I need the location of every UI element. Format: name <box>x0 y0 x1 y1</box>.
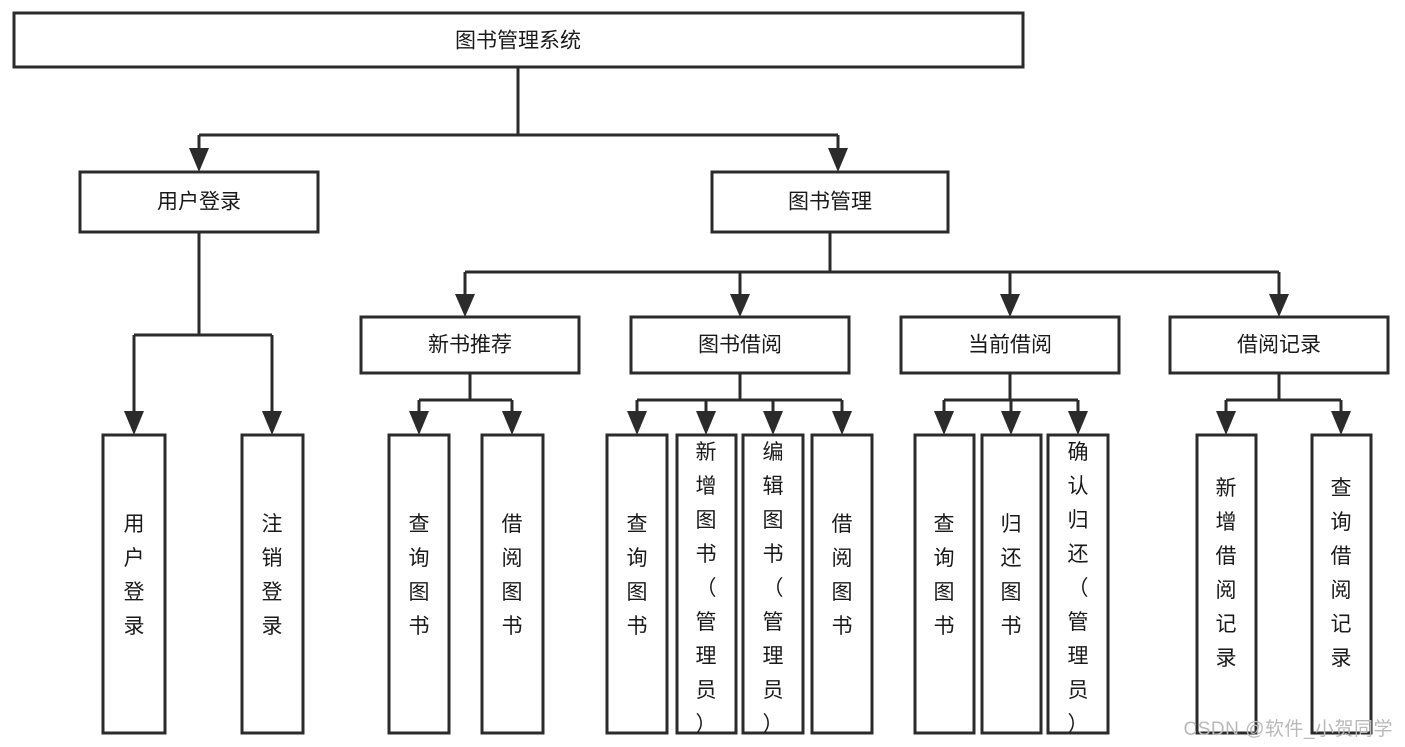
node-leaf-4-box[interactable] <box>480 433 545 735</box>
arrow-head-leaf-2 <box>262 411 282 435</box>
node-borrow[interactable]: 图书借阅 <box>629 315 851 375</box>
node-leaf-8-label: 借阅图书 <box>832 513 853 638</box>
node-leaf-6-label: 新增图书（管理员） <box>696 441 717 736</box>
node-leaf-13-box[interactable] <box>1310 433 1373 735</box>
node-current-box[interactable] <box>899 315 1121 375</box>
watermark: CSDN @软件_小贺同学 <box>1183 719 1393 740</box>
node-leaf-12-label: 新增借阅记录 <box>1216 477 1237 670</box>
node-newbook-label: 新书推荐 <box>428 334 512 357</box>
node-leaf-1-box[interactable] <box>101 433 167 735</box>
node-bookmgmt-label: 图书管理 <box>788 191 872 214</box>
arrow-head-bookmgmt <box>828 148 848 172</box>
node-leaf-4-label: 借阅图书 <box>502 513 523 638</box>
node-leaf-3-box[interactable] <box>387 433 451 735</box>
connector-layer <box>124 67 1351 435</box>
node-leaf-6-box[interactable] <box>675 433 738 735</box>
arrow-head-borrow <box>730 294 750 317</box>
node-leaf-5-box[interactable] <box>605 433 669 735</box>
node-leaf-12-box[interactable] <box>1195 433 1258 735</box>
node-records[interactable]: 借阅记录 <box>1168 315 1390 375</box>
node-leaf-7-box[interactable] <box>741 433 805 735</box>
arrow-head-leaf-1 <box>124 411 144 435</box>
node-newbook[interactable]: 新书推荐 <box>359 315 581 375</box>
node-leaf-2[interactable]: 注销登录 <box>240 433 305 735</box>
node-leaf-1[interactable]: 用户登录 <box>101 433 167 735</box>
node-bookmgmt[interactable]: 图书管理 <box>710 170 950 234</box>
node-leaf-5-label: 查询图书 <box>627 513 648 638</box>
node-leaf-7-label: 编辑图书（管理员） <box>763 441 784 736</box>
node-leaf-11[interactable]: 确认归还（管理员） <box>1046 433 1110 736</box>
node-leaf-7[interactable]: 编辑图书（管理员） <box>741 433 805 736</box>
node-root-box[interactable] <box>12 11 1025 69</box>
arrow-head-leaf-13 <box>1331 411 1351 435</box>
node-leaf-8-box[interactable] <box>810 433 874 735</box>
node-login-box[interactable] <box>78 170 320 234</box>
node-records-label: 借阅记录 <box>1237 334 1321 357</box>
node-leaf-10-label: 归还图书 <box>1001 513 1022 638</box>
node-current-label: 当前借阅 <box>968 334 1052 357</box>
node-newbook-box[interactable] <box>359 315 581 375</box>
node-leaf-5[interactable]: 查询图书 <box>605 433 669 735</box>
node-leaf-9-box[interactable] <box>913 433 976 735</box>
node-leaf-2-box[interactable] <box>240 433 305 735</box>
node-leaf-10[interactable]: 归还图书 <box>980 433 1043 735</box>
node-borrow-box[interactable] <box>629 315 851 375</box>
node-leaf-3-label: 查询图书 <box>409 513 430 638</box>
node-leaf-1-label: 用户登录 <box>124 513 145 638</box>
arrow-head-current <box>1000 294 1020 317</box>
node-current[interactable]: 当前借阅 <box>899 315 1121 375</box>
arrow-head-login <box>189 148 209 172</box>
arrow-head-leaf-3 <box>409 411 429 435</box>
node-leaf-9-label: 查询图书 <box>934 513 955 638</box>
arrow-head-leaf-4 <box>502 411 522 435</box>
arrow-head-leaf-6 <box>696 411 716 435</box>
node-leaf-6[interactable]: 新增图书（管理员） <box>675 433 738 736</box>
node-leaf-13[interactable]: 查询借阅记录 <box>1310 433 1373 735</box>
node-leaf-11-box[interactable] <box>1046 433 1110 735</box>
node-login[interactable]: 用户登录 <box>78 170 320 234</box>
arrow-head-newbook <box>455 294 475 317</box>
arrow-head-leaf-7 <box>763 411 783 435</box>
node-root[interactable]: 图书管理系统 <box>12 11 1025 69</box>
node-leaf-2-label: 注销登录 <box>262 513 283 638</box>
node-leaf-11-label: 确认归还（管理员） <box>1068 441 1089 736</box>
arrow-head-leaf-11 <box>1068 411 1088 435</box>
node-leaf-10-box[interactable] <box>980 433 1043 735</box>
node-leaf-3[interactable]: 查询图书 <box>387 433 451 735</box>
node-records-box[interactable] <box>1168 315 1390 375</box>
arrow-head-leaf-9 <box>934 411 954 435</box>
node-leaf-13-label: 查询借阅记录 <box>1331 477 1352 670</box>
node-root-label: 图书管理系统 <box>455 30 581 53</box>
node-leaf-9[interactable]: 查询图书 <box>913 433 976 735</box>
node-leaf-8[interactable]: 借阅图书 <box>810 433 874 735</box>
arrow-head-leaf-5 <box>627 411 647 435</box>
node-bookmgmt-box[interactable] <box>710 170 950 234</box>
arrow-head-leaf-12 <box>1216 411 1236 435</box>
arrow-head-leaf-10 <box>1001 411 1021 435</box>
arrow-head-leaf-8 <box>832 411 852 435</box>
node-login-label: 用户登录 <box>157 191 241 214</box>
node-borrow-label: 图书借阅 <box>698 334 782 357</box>
arrow-head-records <box>1269 294 1289 317</box>
node-leaf-4[interactable]: 借阅图书 <box>480 433 545 735</box>
node-leaf-12[interactable]: 新增借阅记录 <box>1195 433 1258 735</box>
